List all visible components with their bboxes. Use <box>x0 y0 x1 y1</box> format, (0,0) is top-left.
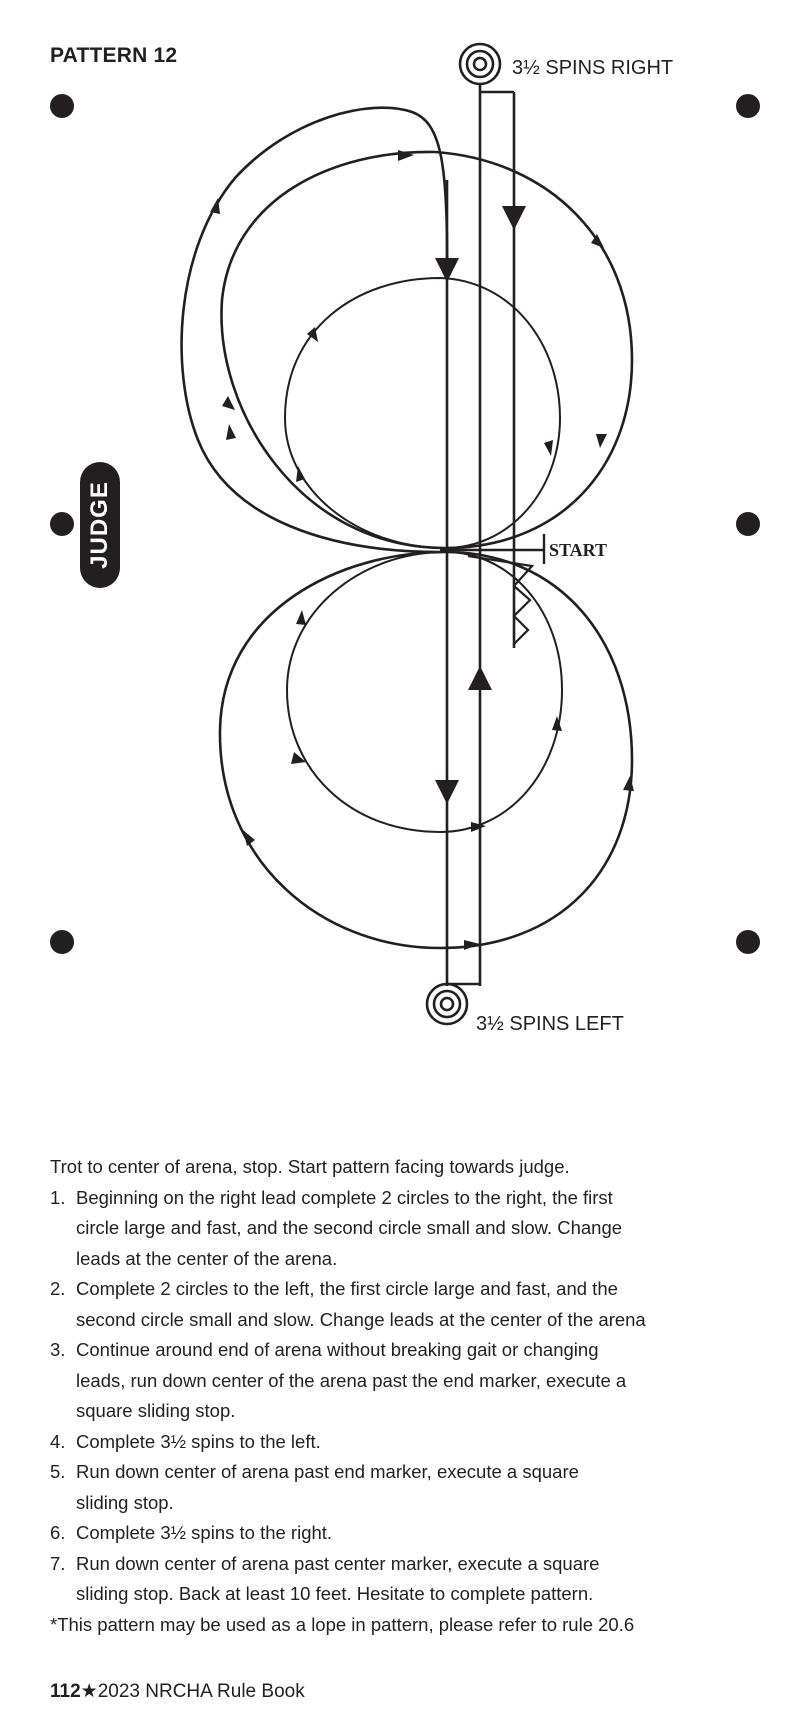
arrow-icon <box>296 610 306 625</box>
down-arrow-icon <box>435 258 459 282</box>
step-number: 4. <box>50 1430 66 1452</box>
arena-marker-top-right <box>736 94 760 118</box>
star-icon: ★ <box>80 1681 98 1702</box>
down-arrow-icon <box>435 780 459 804</box>
arrow-icon <box>544 440 553 456</box>
arrow-icon <box>222 396 235 410</box>
step-number: 1. <box>50 1186 66 1208</box>
left-small-circle <box>285 550 564 834</box>
rule-book-title: 2023 NRCHA Rule Book <box>97 1681 305 1702</box>
pattern-note: *This pattern may be used as a lope in p… <box>50 1613 635 1635</box>
up-arrow-icon <box>468 666 492 690</box>
step-text-line: Complete 2 circles to the left, the firs… <box>76 1278 618 1299</box>
step-text-line: leads, run down center of the arena past… <box>76 1369 627 1391</box>
step-number: 3. <box>50 1339 66 1360</box>
spin-left-label: 3½ SPINS LEFT <box>476 1013 624 1035</box>
pattern-instructions: Trot to center of arena, stop. Start pat… <box>50 1152 770 1640</box>
arena-marker-center-right <box>736 512 760 536</box>
step-text-line: second circle small and slow. Change lea… <box>76 1308 646 1330</box>
instruction-step: 2. Complete 2 circles to the left, the fi… <box>50 1274 770 1335</box>
instruction-step: 6. Complete 3½ spins to the right. <box>50 1518 770 1549</box>
instructions-intro: Trot to center of arena, stop. Start pat… <box>50 1156 570 1177</box>
step-text-line: square sliding stop. <box>76 1400 236 1421</box>
arrow-icon <box>226 424 236 440</box>
step-text-line: Continue around end of arena without bre… <box>76 1339 599 1360</box>
arrow-icon <box>552 716 562 731</box>
step-number: 2. <box>50 1278 66 1299</box>
instruction-step: 5. Run down center of arena past end mark… <box>50 1457 770 1518</box>
arrow-icon <box>596 434 607 448</box>
step-number: 6. <box>50 1522 66 1543</box>
arrow-icon <box>243 830 255 846</box>
instruction-step: 4. Complete 3½ spins to the left. <box>50 1427 770 1458</box>
arrow-icon <box>291 752 306 764</box>
instruction-step: 3. Continue around end of arena without b… <box>50 1335 770 1427</box>
start-label: START <box>549 540 607 560</box>
page-title: PATTERN 12 <box>50 44 178 67</box>
arrow-icon <box>210 198 220 214</box>
down-arrow-icon <box>502 206 526 230</box>
step-text-line: Run down center of arena past center mar… <box>76 1552 600 1574</box>
step-number: 7. <box>50 1552 66 1574</box>
step-text-line: circle large and fast, and the second ci… <box>76 1217 623 1238</box>
left-large-circle <box>218 550 634 950</box>
step-text-line: Beginning on the right lead complete 2 c… <box>76 1186 613 1208</box>
arrow-icon <box>296 466 305 482</box>
right-large-circle <box>220 150 634 550</box>
arrow-icon <box>591 234 604 248</box>
arena-marker-bottom-right <box>736 930 760 954</box>
pattern-diagram: 3½ SPINS RIGHT 3½ SPINS LEFT START <box>50 42 760 1035</box>
step-text-line: leads at the center of the arena. <box>76 1247 338 1269</box>
judge-label: JUDGE <box>86 481 113 569</box>
step-number: 5. <box>50 1461 66 1482</box>
step-text-line: sliding stop. Back at least 10 feet. Hes… <box>76 1583 594 1604</box>
step-text-line: Run down center of arena past end marker… <box>76 1461 579 1482</box>
step-text-line: sliding stop. <box>76 1491 174 1513</box>
step-text-line: Complete 3½ spins to the right. <box>76 1522 333 1543</box>
instruction-step: 1. Beginning on the right lead complete 2… <box>50 1183 770 1275</box>
spin-left-icon <box>425 982 469 1026</box>
arrow-icon <box>623 776 634 791</box>
step-text-line: Complete 3½ spins to the left. <box>76 1430 321 1452</box>
page-footer: 112★2023 NRCHA Rule Book <box>50 1680 305 1703</box>
spin-right-label: 3½ SPINS RIGHT <box>512 57 673 79</box>
spin-right-icon <box>458 42 502 86</box>
arrow-icon <box>464 940 480 950</box>
arrow-icon <box>471 822 486 832</box>
arrow-icon <box>398 150 414 161</box>
backup-zigzag <box>467 554 535 645</box>
page-number: 112 <box>50 1681 81 1702</box>
judge-badge: JUDGE <box>80 462 120 588</box>
instruction-steps: 1. Beginning on the right lead complete 2… <box>50 1183 770 1610</box>
arena-marker-center-left <box>50 512 74 536</box>
arena-marker-bottom-left <box>50 930 74 954</box>
arrow-icon <box>307 327 318 342</box>
instruction-step: 7. Run down center of arena past center m… <box>50 1549 770 1610</box>
arena-marker-top-left <box>50 94 74 118</box>
right-small-circle <box>283 276 562 550</box>
